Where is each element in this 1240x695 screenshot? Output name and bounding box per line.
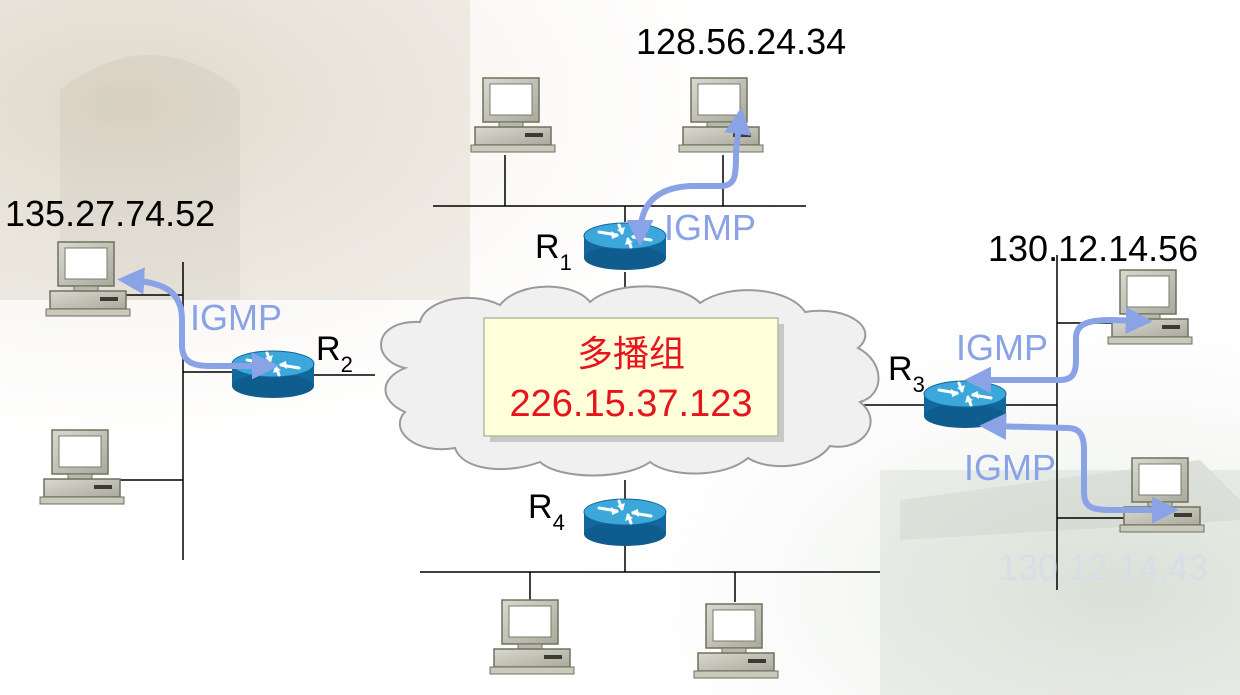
igmp-label: IGMP [664, 207, 756, 248]
router-icon[interactable] [582, 221, 668, 272]
router-label-r2: R2 [316, 330, 353, 377]
igmp-arrows [117, 107, 1179, 524]
igmp-arrow-r3-top [964, 307, 1153, 394]
router-icon[interactable] [922, 379, 1008, 430]
igmp-label: IGMP [956, 327, 1048, 368]
igmp-label: IGMP [964, 447, 1056, 488]
igmp-label: IGMP [190, 297, 282, 338]
igmp-arrow-r2 [117, 267, 279, 380]
host-ip-130-12-14-43: 130.12.14.43 [998, 547, 1208, 588]
multicast-group-name: 多播组 [577, 334, 685, 375]
multicast-group-box: 多播组 226.15.37.123 [483, 317, 784, 442]
router-icon[interactable] [582, 497, 668, 548]
multicast-group-address: 226.15.37.123 [509, 383, 752, 425]
host-ip-130-12-14-56: 130.12.14.56 [988, 228, 1198, 269]
router-label-r3: R3 [888, 350, 925, 397]
igmp-arrow-r3-bottom [979, 412, 1179, 524]
router-label-r1: R1 [535, 228, 572, 275]
router-label-r4: R4 [528, 488, 565, 535]
router-icon[interactable] [230, 349, 316, 400]
host-ip-135-27-74-52: 135.27.74.52 [5, 193, 215, 234]
igmp-arrow-r1 [626, 107, 752, 247]
host-ip-128-56-24-34: 128.56.24.34 [636, 21, 846, 62]
